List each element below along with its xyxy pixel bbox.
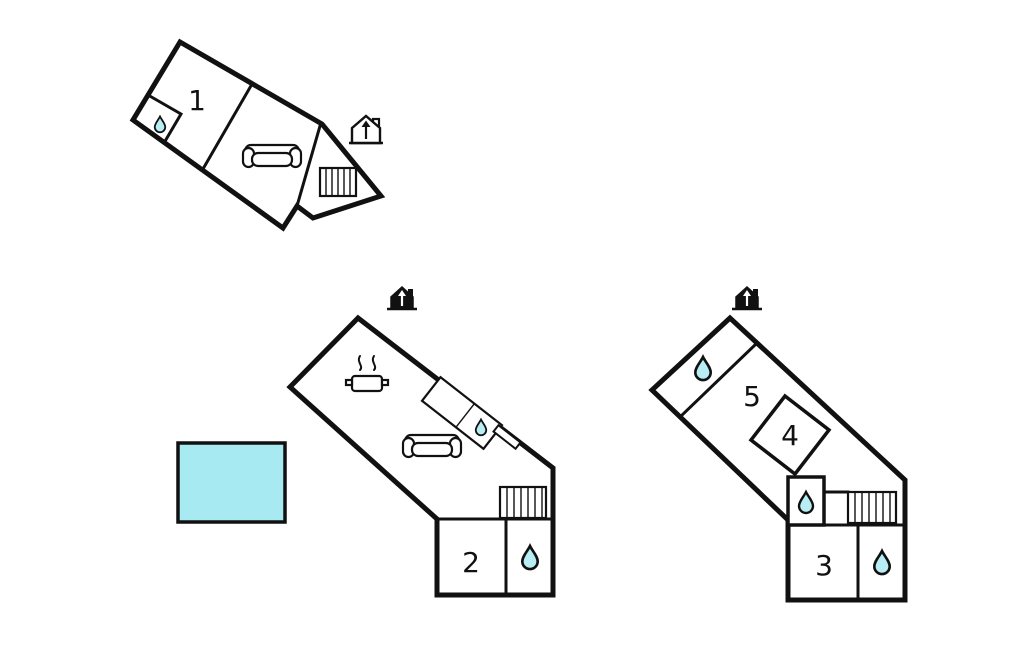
stairs-icon (846, 490, 898, 525)
floorplan-unit-middle: 2 (286, 285, 556, 598)
room-label-4: 4 (781, 419, 799, 452)
room1-partition-wall (200, 81, 255, 172)
floorplan-unit-right: 5 4 3 (648, 285, 908, 603)
entrance-icon (730, 285, 764, 311)
entrance-icon (349, 114, 383, 145)
floorplan-unit-top: 1 (129, 38, 386, 232)
stairwell-partition-wall (295, 124, 322, 208)
stove-pot (350, 374, 384, 393)
steam-line (371, 355, 377, 371)
room-label-1: 1 (188, 84, 206, 117)
entrance-icon (385, 285, 419, 311)
room-label-3: 3 (815, 549, 833, 582)
stove-pot-handle (344, 378, 354, 387)
door-leaf (492, 423, 522, 451)
stove-icon (344, 355, 390, 393)
room4-walls (748, 393, 832, 477)
room-label-5: 5 (743, 380, 761, 413)
room-label-2: 2 (462, 546, 480, 579)
sofa-icon (401, 433, 463, 459)
sofa-icon (241, 143, 303, 169)
stairs-icon (498, 485, 548, 520)
room5-partition-wall (677, 340, 760, 420)
stairs-icon (318, 166, 358, 198)
counter-divider (455, 403, 475, 428)
swimming-pool (176, 441, 287, 524)
stove-pot-handle (380, 378, 390, 387)
steam-line (357, 355, 363, 371)
stairs-outline (846, 490, 898, 525)
bathroom-partition-wall (145, 92, 184, 146)
